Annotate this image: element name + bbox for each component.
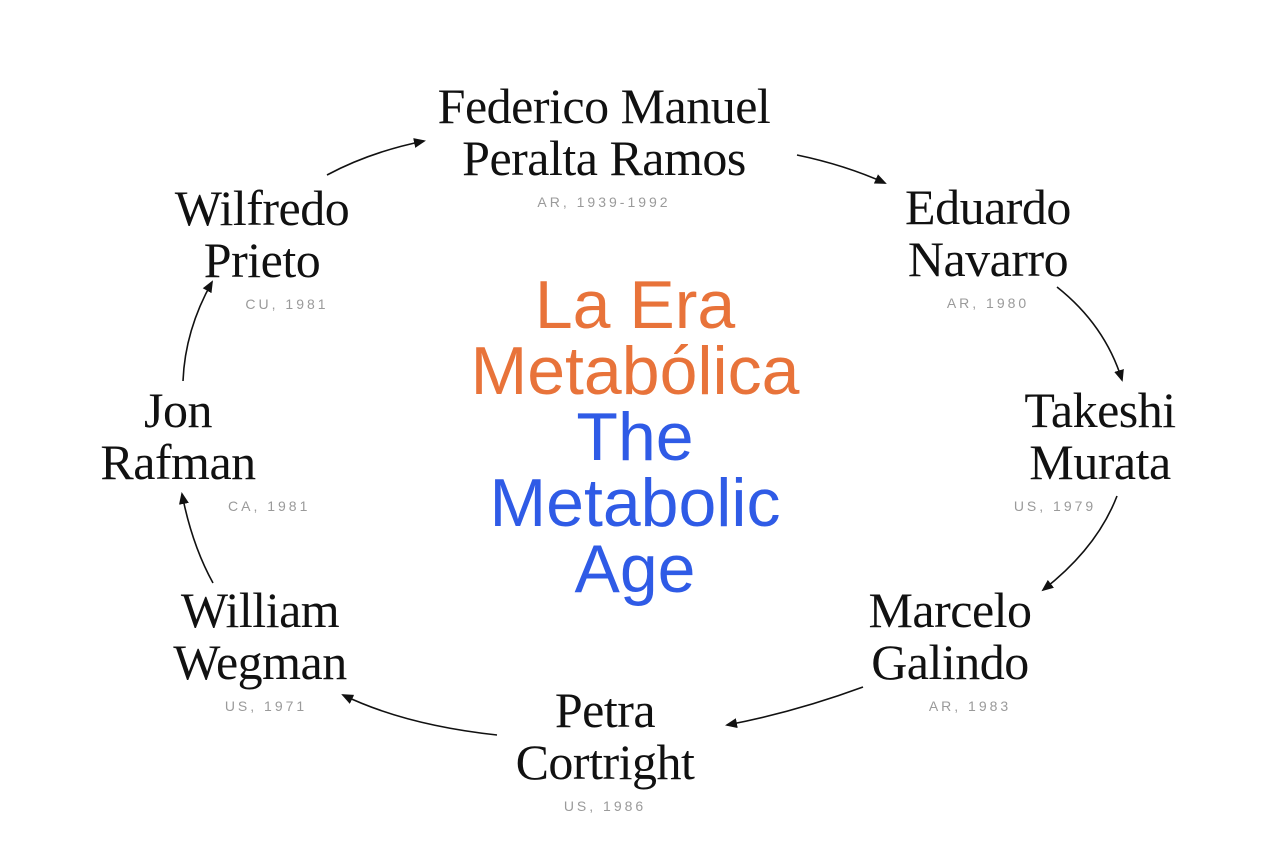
artist-name-line2: Navarro — [907, 231, 1069, 287]
artist-origin-years: US, 1979 — [1013, 498, 1097, 514]
artist-name-line2: Cortright — [515, 734, 695, 790]
artist-marcelo-galindo: Marcelo Galindo AR, 1983 — [840, 584, 1060, 714]
artist-origin-years: US, 1971 — [224, 698, 308, 714]
artist-name-line2: Galindo — [871, 634, 1029, 690]
arrow-wilfredo-to-federico — [326, 138, 426, 176]
arrow-jon-to-wilfredo — [182, 280, 213, 382]
title-english-line3: Age — [574, 531, 696, 607]
artist-name-line1: Wilfredo — [174, 180, 350, 236]
artist-origin-years: AR, 1939-1992 — [537, 194, 671, 210]
arrow-federico-to-eduardo — [796, 154, 887, 184]
artist-origin-years: CU, 1981 — [245, 296, 329, 312]
arrow-william-to-jon — [179, 492, 214, 584]
artist-eduardo-navarro: Eduardo Navarro AR, 1980 — [878, 181, 1098, 311]
artist-petra-cortright: Petra Cortright US, 1986 — [495, 684, 715, 814]
artist-name-line2: Peralta Ramos — [462, 130, 746, 186]
artist-origin-years: AR, 1980 — [946, 295, 1030, 311]
artist-name-line2: Murata — [1029, 434, 1171, 490]
title-english-line1: The — [576, 399, 694, 475]
artist-name-line1: Marcelo — [868, 582, 1032, 638]
artist-name-line2: Rafman — [100, 434, 256, 490]
artist-name-line1: Takeshi — [1024, 382, 1176, 438]
artist-origin-years: CA, 1981 — [228, 498, 311, 514]
exhibition-title: La Era Metabólica The Metabolic Age — [385, 267, 885, 607]
artist-william-wegman: William Wegman US, 1971 — [150, 584, 370, 714]
title-spanish-line1: La Era — [534, 267, 736, 343]
artist-name-line1: Eduardo — [905, 179, 1071, 235]
artist-name-line1: Federico Manuel — [437, 78, 771, 134]
artist-federico-peralta-ramos: Federico Manuel Peralta Ramos AR, 1939-1… — [404, 80, 804, 210]
arrow-eduardo-to-takeshi — [1056, 286, 1124, 382]
arrow-petra-to-william — [341, 694, 498, 736]
artist-name-line2: Wegman — [173, 634, 347, 690]
artist-takeshi-murata: Takeshi Murata US, 1979 — [990, 384, 1210, 514]
artist-name-line2: Prieto — [203, 232, 321, 288]
artist-jon-rafman: Jon Rafman CA, 1981 — [68, 382, 311, 514]
artist-origin-years: US, 1986 — [563, 798, 647, 814]
artist-name-line1: William — [180, 582, 340, 638]
artist-name-line1: Petra — [554, 682, 656, 738]
arrow-marcelo-to-petra — [725, 686, 864, 729]
artist-name-line1: Jon — [144, 382, 212, 438]
title-english-line2: Metabolic — [489, 465, 781, 541]
artist-origin-years: AR, 1983 — [928, 698, 1012, 714]
arrow-takeshi-to-marcelo — [1041, 495, 1118, 592]
artist-wilfredo-prieto: Wilfredo Prieto CU, 1981 — [152, 182, 372, 312]
title-spanish-line2: Metabólica — [470, 333, 800, 409]
